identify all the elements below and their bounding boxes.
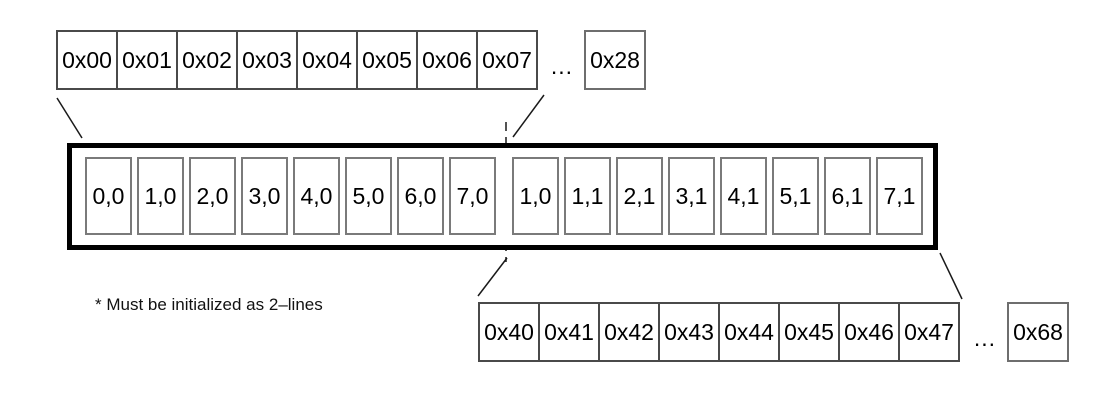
display-buffer-frame: 0,0 1,0 2,0 3,0 4,0 5,0 6,0 7,0 1,0 1,1 … <box>67 143 938 250</box>
top-row-ellipsis: ... <box>550 52 574 79</box>
buffer-cell: 2,0 <box>189 157 236 235</box>
buffer-cell: 6,1 <box>824 157 871 235</box>
address-cell: 0x47 <box>898 302 960 362</box>
buffer-cell: 7,1 <box>876 157 923 235</box>
bottom-row-tail-address-cell: 0x68 <box>1007 302 1069 362</box>
buffer-cell: 7,0 <box>449 157 496 235</box>
address-cell: 0x46 <box>838 302 900 362</box>
buffer-bank-right: 1,0 1,1 2,1 3,1 4,1 5,1 6,1 7,1 <box>512 157 923 235</box>
address-cell: 0x45 <box>778 302 840 362</box>
connector-top-left-line <box>56 97 83 139</box>
bottom-address-row: 0x40 0x41 0x42 0x43 0x44 0x45 0x46 0x47 <box>478 302 960 362</box>
address-cell: 0x43 <box>658 302 720 362</box>
buffer-cell: 5,0 <box>345 157 392 235</box>
buffer-cell: 1,1 <box>564 157 611 235</box>
buffer-cell: 4,1 <box>720 157 767 235</box>
connector-top-right-line <box>512 94 545 138</box>
buffer-cell: 4,0 <box>293 157 340 235</box>
buffer-cell: 3,0 <box>241 157 288 235</box>
buffer-cell: 6,0 <box>397 157 444 235</box>
buffer-cell: 0,0 <box>85 157 132 235</box>
address-cell: 0x05 <box>356 30 418 90</box>
address-cell: 0x06 <box>416 30 478 90</box>
connector-bottom-left-line <box>477 257 508 297</box>
buffer-bank-left: 0,0 1,0 2,0 3,0 4,0 5,0 6,0 7,0 <box>85 157 496 235</box>
address-cell: 0x04 <box>296 30 358 90</box>
bottom-row-ellipsis: ... <box>973 324 997 351</box>
address-cell: 0x40 <box>478 302 540 362</box>
address-cell: 0x42 <box>598 302 660 362</box>
address-cell: 0x44 <box>718 302 780 362</box>
address-cell: 0x01 <box>116 30 178 90</box>
address-cell: 0x02 <box>176 30 238 90</box>
buffer-cell: 2,1 <box>616 157 663 235</box>
buffer-cell: 1,0 <box>512 157 559 235</box>
connector-bottom-right-line <box>939 252 963 300</box>
footnote: * Must be initialized as 2–lines <box>95 295 323 314</box>
address-cell: 0x41 <box>538 302 600 362</box>
buffer-cell: 5,1 <box>772 157 819 235</box>
buffer-cell: 1,0 <box>137 157 184 235</box>
top-row-tail-address-cell: 0x28 <box>584 30 646 90</box>
address-cell: 0x07 <box>476 30 538 90</box>
buffer-cell: 3,1 <box>668 157 715 235</box>
top-address-row: 0x00 0x01 0x02 0x03 0x04 0x05 0x06 0x07 <box>56 30 538 90</box>
address-cell: 0x00 <box>56 30 118 90</box>
address-cell: 0x03 <box>236 30 298 90</box>
